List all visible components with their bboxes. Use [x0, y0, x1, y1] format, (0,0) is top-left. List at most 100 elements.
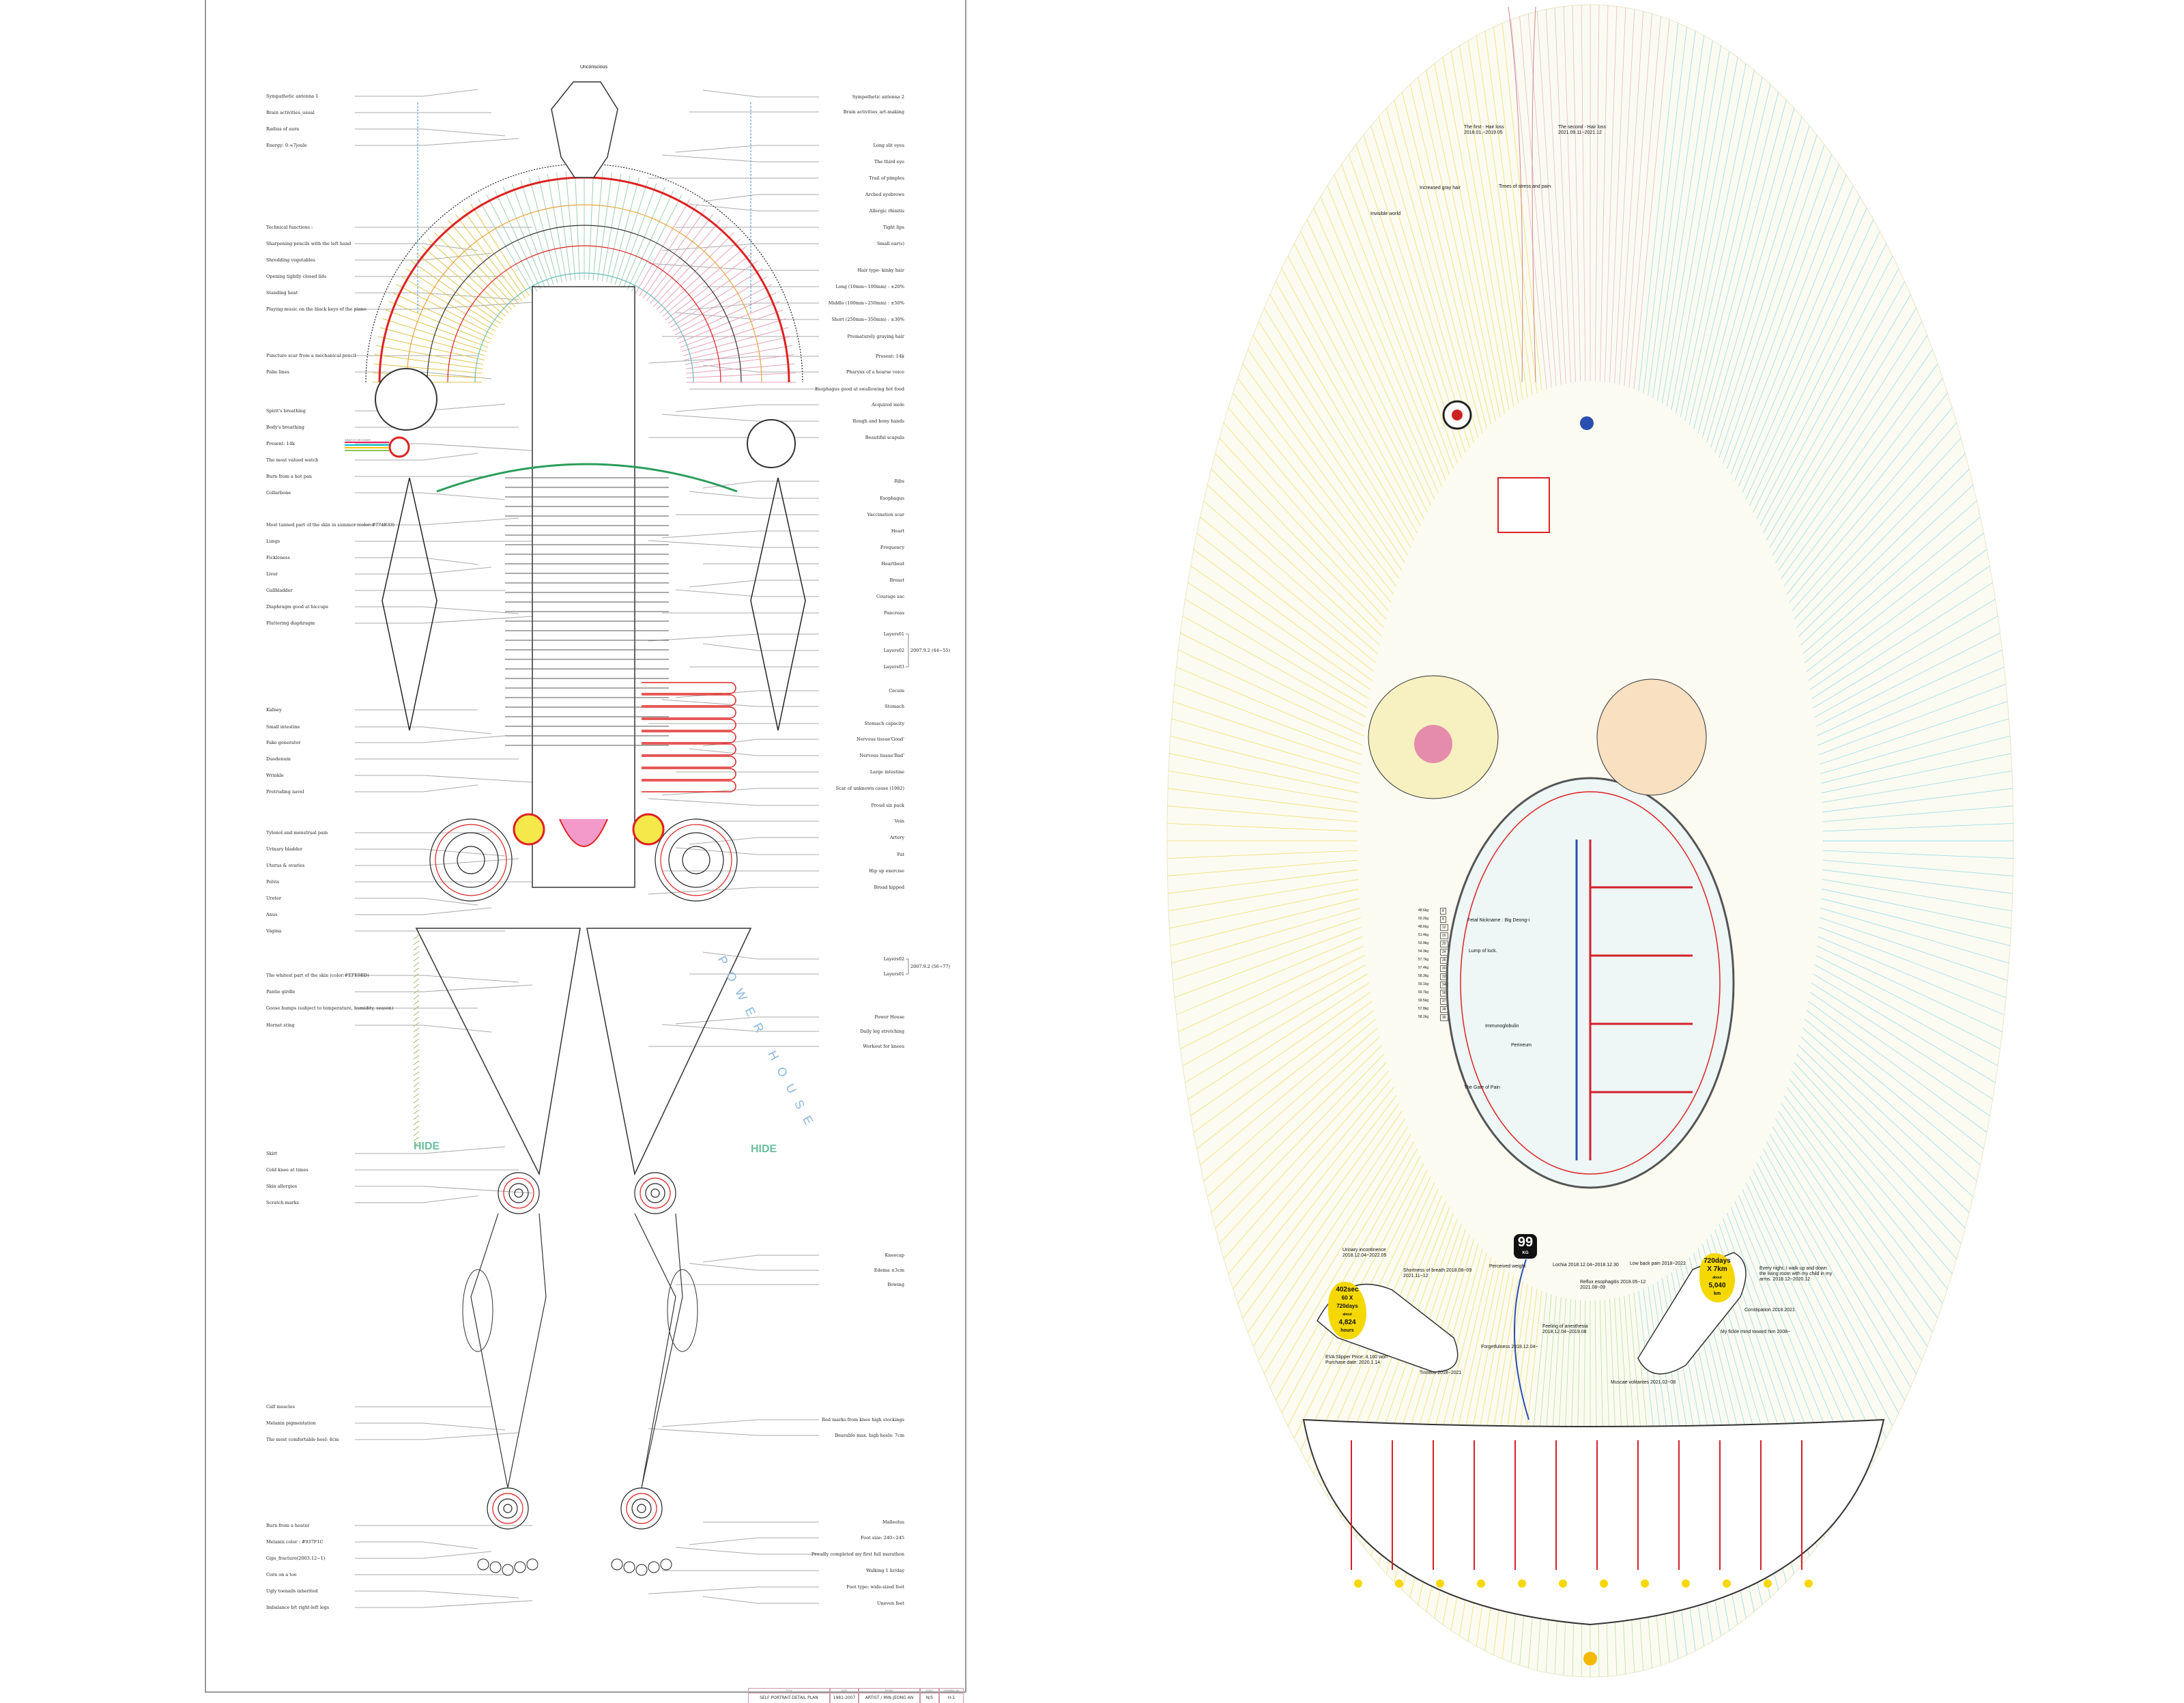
hatch [413, 1082, 420, 1087]
aura-ray [1178, 649, 1364, 736]
aura-ray [1772, 1126, 1923, 1361]
aura-ray [1781, 363, 1938, 579]
aura-ray [1811, 582, 1993, 700]
leader-line [355, 443, 533, 451]
hatch [413, 1087, 420, 1093]
annotation-lochia: Lochia 2018.12.04~2018.12.30 [1553, 1263, 1619, 1268]
layer-bracket [906, 958, 909, 975]
hatch [413, 962, 420, 967]
hip-wheel [429, 818, 513, 902]
layer-date-2: 2007.9.2 (56~77) [910, 964, 951, 969]
hatch [413, 1142, 420, 1147]
aura-ray [1676, 63, 1747, 414]
callout-right: Stomach [885, 704, 904, 709]
aura-ray [1200, 516, 1376, 663]
aura-ray [1775, 1119, 1928, 1347]
aura-ray [1822, 850, 2013, 859]
hatch [413, 1060, 420, 1065]
aura-ray [1749, 1175, 1880, 1451]
leader-line [648, 263, 819, 271]
aura-ray [1196, 1010, 1375, 1149]
hatch [413, 1016, 420, 1022]
aura-ray [1170, 736, 1360, 784]
callout-left: Brain activities_usual [266, 110, 315, 115]
leader-line [689, 1263, 819, 1271]
intestine-loop [642, 731, 736, 743]
callout-right: Esophagus [880, 496, 904, 501]
arm-right [750, 477, 806, 731]
aura-ray [1200, 1018, 1376, 1166]
aura-ray [1820, 718, 2009, 774]
callout-right: Nervous tissue'Bad' [859, 753, 904, 758]
leader-line [355, 517, 519, 526]
stat-unit: km [1713, 1291, 1721, 1296]
callout-left: Lungs [266, 539, 281, 544]
callout-right: Prematurely graying hair [847, 334, 905, 339]
aura-ray [1167, 850, 1358, 859]
aura-ray [1188, 982, 1369, 1100]
callout-left: Gallbladder [266, 588, 293, 593]
intestine-loop [642, 694, 736, 706]
leader-line [661, 699, 819, 707]
callout-left: Spirit's breathing [266, 408, 306, 414]
leader-line [355, 453, 478, 461]
aura-ray [1467, 40, 1523, 401]
hatch [413, 1027, 420, 1033]
aura-ray [1554, 8, 1571, 383]
aura-ray [1193, 549, 1373, 681]
aura-ray [1806, 532, 1984, 672]
aura-ray [1242, 1103, 1400, 1319]
annotation-forget: Forgetfulness 2018.12.04~ [1481, 1345, 1538, 1349]
aura-ray [1666, 51, 1730, 407]
aura-ray [1643, 27, 1687, 394]
callout-left: Imbalance b/t right-left legs [266, 1605, 330, 1610]
callout-left: Corn on a toe [266, 1572, 297, 1577]
leader-line [355, 606, 519, 614]
leader-line [355, 253, 492, 261]
aura-arc [365, 163, 803, 383]
aura-ray [1786, 1087, 1948, 1289]
aura-ray [1772, 321, 1923, 556]
model-header: MODEL [859, 1689, 919, 1693]
leader-line [702, 951, 819, 960]
callout-left: The whitest part of the skin (color:#EFE… [266, 973, 369, 978]
toe [635, 1564, 648, 1576]
aura-ray [1378, 117, 1474, 443]
aura-arc [474, 272, 694, 383]
callout-left: Scratch marks [266, 1200, 300, 1205]
aura-ray [1215, 453, 1385, 629]
aura-ray [1815, 632, 2000, 727]
aura-ray [1263, 307, 1411, 548]
annotation-night: Every night, I walk up and down the livi… [1759, 1266, 1833, 1282]
aura-ray [1815, 955, 2000, 1050]
leader-line [648, 1586, 819, 1594]
bowl-dot [1682, 1579, 1690, 1588]
aura-ray [1822, 869, 2013, 894]
callout-left: Duodenum [266, 756, 291, 762]
callout-left: Ugly toenails inherited [266, 1588, 318, 1594]
pregnancy-weight: 58.2kg [1418, 1015, 1429, 1019]
annotation-perineum: Perineum [1511, 1043, 1532, 1048]
callout-right: Uneven feet [877, 1601, 904, 1606]
callout-right: Proudly completed my first full marathon [811, 1551, 904, 1557]
intestine-loop [642, 743, 736, 756]
joint-ring [508, 1183, 529, 1203]
aura-ray [1817, 666, 2005, 746]
aura-ray [1320, 196, 1443, 487]
aura-ray [1798, 469, 1970, 637]
intestine-loop [642, 682, 736, 694]
callout-left: Goose bumps (subject to temperature, hum… [266, 1005, 394, 1011]
callout-left: Gips_fracture(2003.12~1) [266, 1556, 326, 1561]
aura-ray [1269, 294, 1415, 541]
callout-right: Proud six pack [871, 803, 904, 808]
hair-strands [1508, 6, 1536, 383]
toe [489, 1561, 502, 1573]
aura-ray [1652, 35, 1705, 399]
aura-ray [1778, 1111, 1933, 1333]
stat-about: about [1712, 1276, 1722, 1280]
unconscious-label: Unconscious [580, 65, 608, 70]
aura-ray [1242, 363, 1400, 579]
leader-line [675, 145, 819, 153]
aura-ray [1263, 1134, 1411, 1375]
joint-ring [645, 1183, 665, 1203]
